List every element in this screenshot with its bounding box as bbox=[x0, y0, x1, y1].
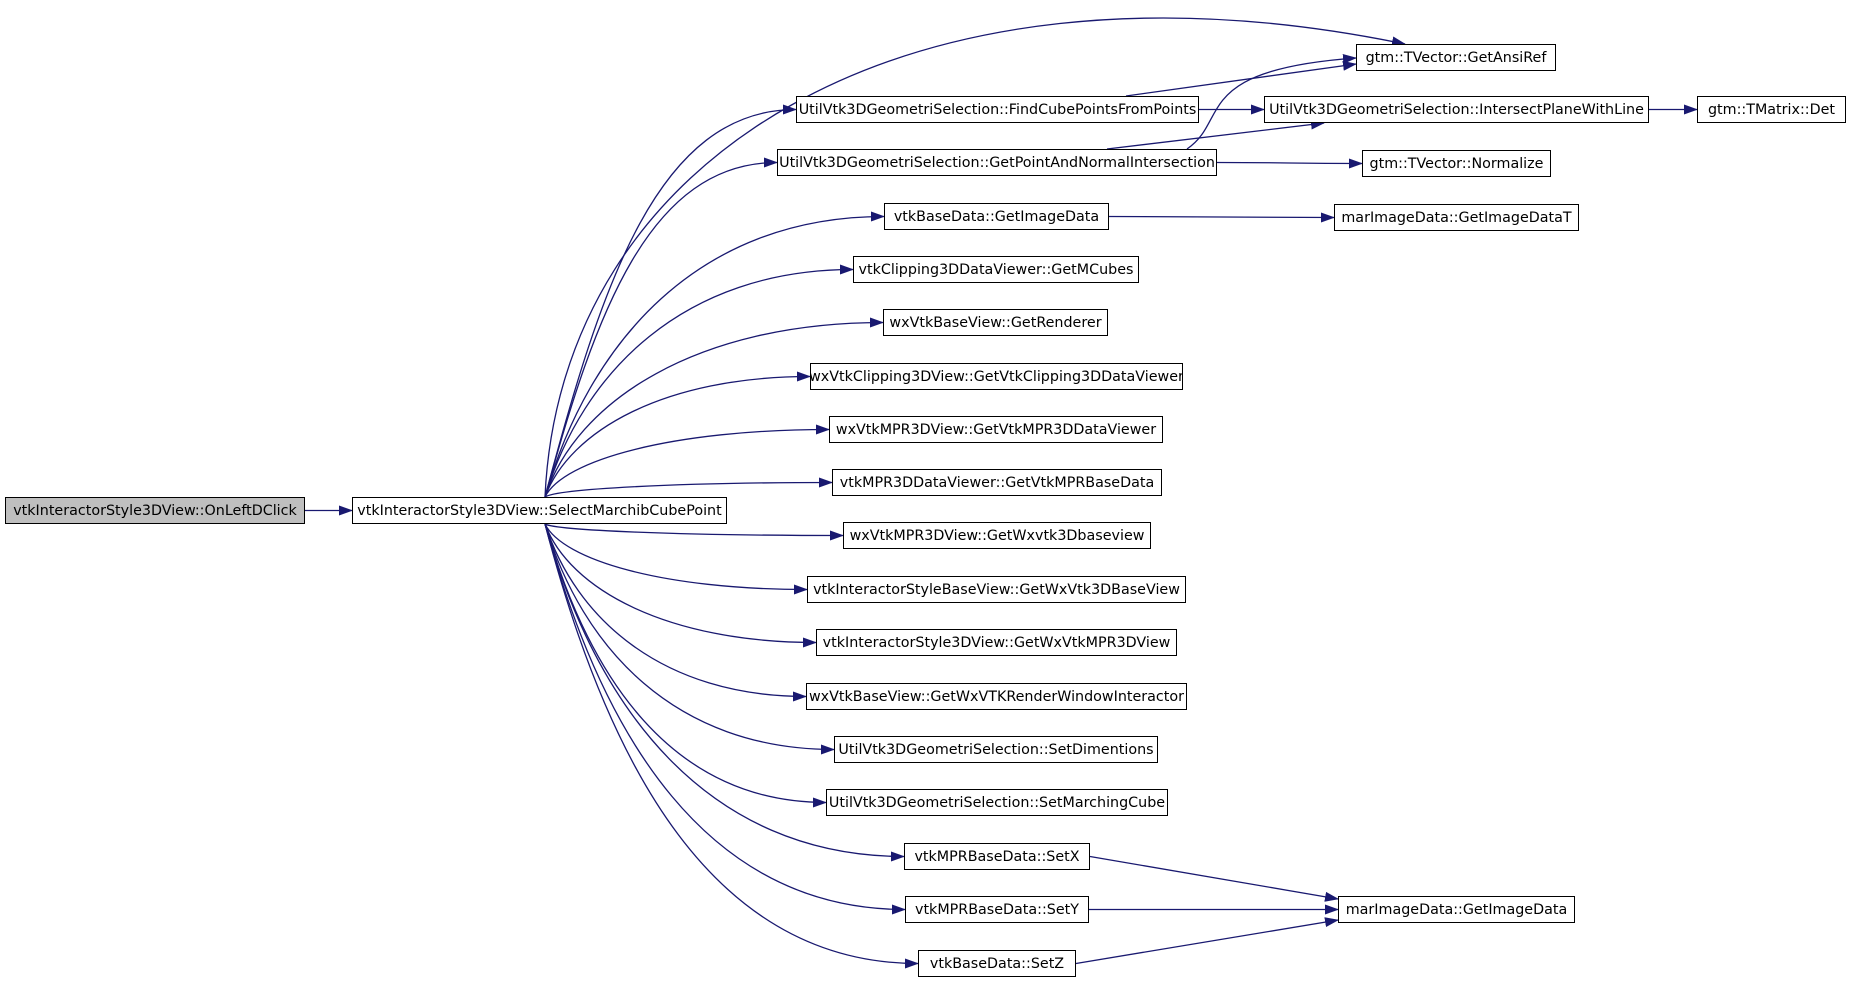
edge-select_marchib-to-set_y bbox=[544, 523, 906, 915]
edge-select_marchib-to-get_wxvtk3dbaseview bbox=[544, 523, 808, 595]
node-get-ansi-ref[interactable]: gtm::TVector::GetAnsiRef bbox=[1356, 44, 1556, 71]
node-get-vtk-mpr3d-data-viewer[interactable]: wxVtkMPR3DView::GetVtkMPR3DDataViewer bbox=[829, 416, 1163, 443]
node-on-left-dclick: vtkInteractorStyle3DView::OnLeftDClick bbox=[5, 497, 305, 524]
edge-set_x-to-mar_get_image_data bbox=[1089, 855, 1339, 902]
edge-set_z-to-mar_get_image_data bbox=[1075, 917, 1339, 965]
node-get-wxvtk-render-window-interactor[interactable]: wxVtkBaseView::GetWxVTKRenderWindowInter… bbox=[806, 683, 1187, 710]
edge-select_marchib-to-get_vtk_mpr_base_data bbox=[544, 477, 833, 498]
edge-select_marchib-to-find_cube_points bbox=[544, 104, 797, 498]
node-tvector-normalize[interactable]: gtm::TVector::Normalize bbox=[1362, 150, 1551, 177]
edge-select_marchib-to-get_point_normal bbox=[544, 157, 778, 498]
node-set-y[interactable]: vtkMPRBaseData::SetY bbox=[905, 896, 1089, 923]
node-get-vtk-mpr-base-data[interactable]: vtkMPR3DDataViewer::GetVtkMPRBaseData bbox=[832, 469, 1162, 496]
edge-find_cube_points-to-get_ansi_ref bbox=[1125, 60, 1357, 97]
node-set-x[interactable]: vtkMPRBaseData::SetX bbox=[904, 843, 1090, 870]
node-select-marchib-cube-point[interactable]: vtkInteractorStyle3DView::SelectMarchibC… bbox=[352, 497, 727, 524]
edge-select_marchib-to-get_render_window_interactor bbox=[544, 523, 807, 702]
edge-select_marchib-to-get_renderer bbox=[544, 317, 884, 498]
edge-vtkbase_get_image_data-to-mar_get_image_data_t bbox=[1108, 212, 1335, 223]
node-get-renderer[interactable]: wxVtkBaseView::GetRenderer bbox=[883, 309, 1108, 336]
node-marimagedata-get-image-data[interactable]: marImageData::GetImageData bbox=[1338, 896, 1575, 923]
node-intersect-plane-with-line[interactable]: UtilVtk3DGeometriSelection::IntersectPla… bbox=[1264, 96, 1649, 123]
edge-get_point_normal-to-tvector_normalize bbox=[1216, 158, 1363, 169]
edge-get_point_normal-to-get_ansi_ref bbox=[1186, 53, 1357, 150]
node-get-wxvtk3dbaseview-mpr[interactable]: wxVtkMPR3DView::GetWxvtk3Dbaseview bbox=[843, 522, 1151, 549]
node-get-point-and-normal-intersection[interactable]: UtilVtk3DGeometriSelection::GetPointAndN… bbox=[777, 149, 1217, 176]
node-tmatrix-det[interactable]: gtm::TMatrix::Det bbox=[1697, 96, 1846, 123]
edge-select_marchib-to-get_mcubes bbox=[544, 264, 854, 498]
node-get-mcubes[interactable]: vtkClipping3DDataViewer::GetMCubes bbox=[853, 256, 1139, 283]
edge-select_marchib-to-get_wxvtkmpr3dview bbox=[544, 523, 817, 648]
node-get-wxvtk3dbaseview-style[interactable]: vtkInteractorStyleBaseView::GetWxVtk3DBa… bbox=[807, 576, 1186, 603]
edge-get_point_normal-to-intersect_plane bbox=[1106, 119, 1325, 150]
node-marimagedata-get-image-data-t[interactable]: marImageData::GetImageDataT bbox=[1334, 204, 1579, 231]
node-set-marching-cube[interactable]: UtilVtk3DGeometriSelection::SetMarchingC… bbox=[826, 789, 1168, 816]
node-get-wxvtkmpr3dview[interactable]: vtkInteractorStyle3DView::GetWxVtkMPR3DV… bbox=[816, 629, 1177, 656]
edge-select_marchib-to-get_vtk_clipping_viewer bbox=[544, 371, 811, 498]
node-get-vtk-clipping3d-data-viewer[interactable]: wxVtkClipping3DView::GetVtkClipping3DDat… bbox=[810, 363, 1183, 390]
node-vtkbasedata-get-image-data[interactable]: vtkBaseData::GetImageData bbox=[884, 203, 1109, 230]
edge-select_marchib-to-set_marching_cube bbox=[544, 523, 827, 808]
edge-select_marchib-to-get_vtk_mpr3d_viewer bbox=[544, 424, 830, 498]
node-set-z[interactable]: vtkBaseData::SetZ bbox=[918, 950, 1076, 977]
node-find-cube-points-from-points[interactable]: UtilVtk3DGeometriSelection::FindCubePoin… bbox=[796, 96, 1199, 123]
edge-select_marchib-to-vtkbase_get_image_data bbox=[544, 211, 885, 498]
edge-select_marchib-to-set_x bbox=[544, 523, 905, 862]
node-set-dimentions[interactable]: UtilVtk3DGeometriSelection::SetDimention… bbox=[834, 736, 1158, 763]
edge-select_marchib-to-set_dimentions bbox=[544, 523, 835, 755]
edge-select_marchib-to-set_z bbox=[544, 523, 919, 969]
edge-select_marchib-to-get_wxvtk3d_baseview bbox=[544, 523, 844, 541]
